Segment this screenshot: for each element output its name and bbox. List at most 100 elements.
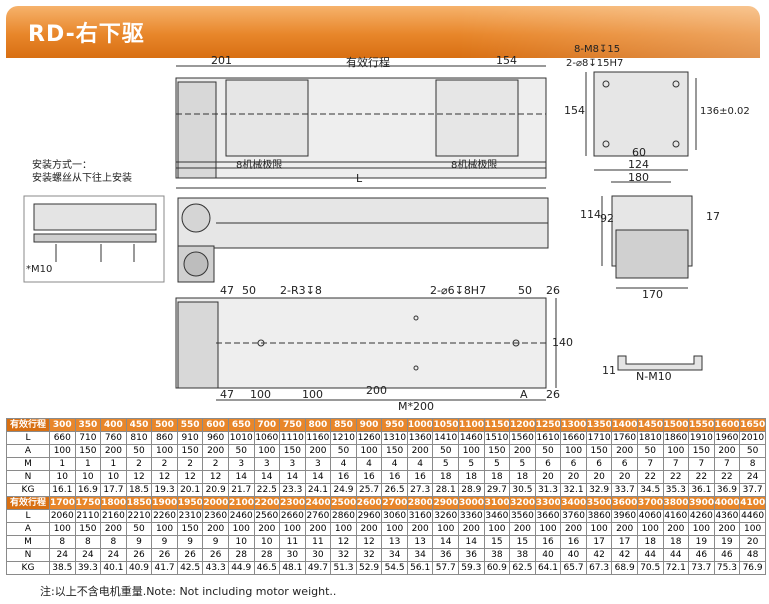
table-cell: 26 [151,548,178,562]
table-cell: 50 [125,444,153,458]
row-label: KG [6,483,50,497]
table-cell: 34 [406,548,434,562]
dim-154-end: 154 [564,104,585,117]
table-cell: 200 [406,444,434,458]
table-cell: 2600 [355,496,383,510]
table-cell: 16 [560,535,587,549]
table-cell: 36 [458,548,485,562]
table-cell: 17 [585,535,613,549]
table-cell: 2900 [432,496,459,510]
table-cell: 3360 [458,509,485,523]
table-cell: 1560 [509,431,536,445]
table-cell: 4460 [739,509,766,523]
table-cell: 46 [688,548,715,562]
table-cell: 1710 [585,431,613,445]
table-cell: 3 [227,457,255,471]
table-cell: 100 [49,522,76,536]
table-cell: 64.1 [534,561,562,575]
table-cell: 24 [739,470,766,484]
table-cell: 72.1 [662,561,690,575]
table-cell: 5 [509,457,536,471]
table-cell: 18 [636,535,664,549]
table-cell: 7 [662,457,690,471]
install-frame [23,195,165,283]
table-cell: 18.5 [125,483,153,497]
table-cell: 350 [74,418,102,432]
table-cell: 20 [739,535,766,549]
table-cell: 2860 [330,509,357,523]
table-cell: 1460 [458,431,485,445]
table-cell: 28 [227,548,255,562]
table-cell: 12 [125,470,153,484]
table-cell: 10 [74,470,102,484]
table-cell: 21.7 [227,483,255,497]
table-cell: 54.5 [381,561,408,575]
table-cell: 8 [739,457,766,471]
table-cell: 3 [304,457,332,471]
table-cell: 4 [406,457,434,471]
table-cell: 3260 [432,509,459,523]
table-cell: 2500 [330,496,357,510]
dim-effective-stroke: 有效行程 [346,56,390,69]
table-cell: 2110 [74,509,102,523]
table-cell: 4100 [739,496,766,510]
table-cell: 4 [330,457,357,471]
table-cell: 3860 [585,509,613,523]
table-cell: 13 [381,535,408,549]
row-label: A [6,522,50,536]
table-cell: 36.9 [713,483,741,497]
table-cell: 52.9 [355,561,383,575]
install-method: 安装方式一： [32,160,92,171]
table-cell: 70.5 [636,561,664,575]
table-cell: 31.3 [534,483,562,497]
table-cell: 14 [253,470,281,484]
table-cell: 2560 [253,509,281,523]
table-cell: 24 [74,548,102,562]
title-bar: RD-右下驱 [6,6,760,58]
table-cell: 100 [560,444,587,458]
table-cell: 100 [636,522,664,536]
table-cell: 51.3 [330,561,357,575]
row-label: M [6,457,50,471]
table-cell: 3100 [483,496,511,510]
table-cell: 1610 [534,431,562,445]
table-cell: 32.9 [585,483,613,497]
table-cell: 28.9 [458,483,485,497]
table-cell: 1 [100,457,127,471]
table-cell: 14 [432,535,459,549]
mech-limit-left: 8机械极限 [236,160,283,171]
table-cell: 41.7 [151,561,178,575]
table-cell: 650 [227,418,255,432]
table-cell: 960 [202,431,229,445]
table-cell: 4 [381,457,408,471]
table-cell: 42 [585,548,613,562]
table-cell: 29.7 [483,483,511,497]
dim-170: 170 [642,288,663,301]
table-cell: 8 [100,535,127,549]
table-cell: 1910 [688,431,715,445]
table-cell: 400 [100,418,127,432]
table-cell: 11 [279,535,306,549]
table-cell: 60.9 [483,561,511,575]
table-cell: 34.5 [636,483,664,497]
table-cell: 15 [509,535,536,549]
table-cell: 100 [585,522,613,536]
dim-100: 100 [250,388,271,401]
table-cell: 100 [330,522,357,536]
table-cell: 1000 [406,418,434,432]
table-cell: 1750 [74,496,102,510]
table-cell: 1260 [355,431,383,445]
table-cell: 16.9 [74,483,102,497]
table-cell: 100 [688,522,715,536]
table-cell: 67.3 [585,561,613,575]
install-instruction: 安装螺丝从下往上安装 [32,173,132,184]
table-cell: 42.5 [176,561,204,575]
table-cell: 200 [406,522,434,536]
table-cell: 10 [49,470,76,484]
table-cell: 48.1 [279,561,306,575]
table-cell: 3 [279,457,306,471]
table-cell: 32.1 [560,483,587,497]
table-cell: 26 [176,548,204,562]
